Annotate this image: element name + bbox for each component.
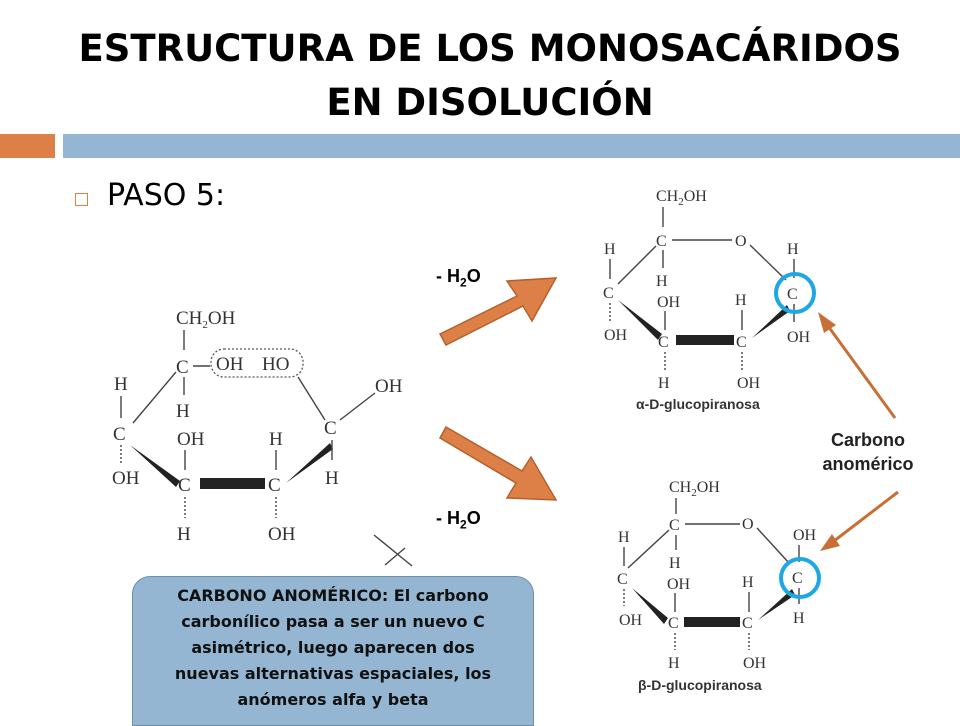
h-label: H [618, 529, 630, 546]
oh-label: OH [112, 468, 140, 489]
c-label: C [742, 615, 753, 632]
oh-label: OH [743, 655, 767, 672]
c-label: C [669, 517, 680, 534]
wedge-bond [130, 445, 180, 487]
c-label: C [736, 334, 747, 351]
oh-label: OH [375, 376, 403, 397]
c5-label: C [176, 357, 189, 378]
water-loss-label-bottom: - H2O [436, 508, 481, 532]
glucose-open-structure: CH2OH C OH HO H H C OH C OH H C H OH C O… [112, 308, 413, 567]
oh-label: OH [737, 375, 761, 392]
oh-label: OH [793, 527, 817, 544]
water-loss-label-top: - H2O [436, 266, 481, 290]
h-label: H [658, 375, 670, 392]
oh-label: OH [268, 524, 296, 545]
anomeric-circle-alpha [774, 272, 816, 314]
title-line-2: EN DISOLUCIÓN [326, 81, 654, 124]
arrow-to-anomeric-beta [820, 490, 899, 551]
alpha-glucopyranose: CH2OH C O H H C OH C OH H C H OH C H OH … [603, 188, 816, 412]
h-label: H [114, 374, 128, 395]
anomeric-circle-beta [779, 557, 821, 599]
title-line-1: ESTRUCTURA DE LOS MONOSACÁRIDOS [78, 27, 902, 70]
wedge-bond [758, 589, 795, 620]
thick-bond [200, 478, 265, 489]
wedge-bond [752, 305, 790, 338]
thick-bond [684, 617, 740, 627]
ring-oxygen: O [742, 516, 754, 533]
wedge-bond [286, 443, 333, 483]
note-line-3: asimétrico, luego aparecen dos [191, 638, 475, 657]
oh-label: OH [619, 612, 643, 629]
arrow-to-anomeric-alpha [818, 312, 897, 419]
alpha-caption: α-D-glucopiranosa [636, 396, 760, 412]
slide-title: ESTRUCTURA DE LOS MONOSACÁRIDOS EN DISOL… [40, 22, 940, 130]
oh-label: OH [667, 576, 691, 593]
c-label: C [617, 571, 628, 588]
oh-ho-dotted-ellipse [210, 348, 304, 378]
ho-label-c1: HO [262, 354, 289, 375]
arrow-to-beta [438, 425, 558, 501]
anomeric-carbon-beta: C [792, 570, 803, 587]
arrow-to-alpha [438, 277, 558, 346]
note-line-5: anómeros alfa y beta [237, 690, 429, 709]
c3-label: C [178, 475, 191, 496]
note-line-1: CARBONO ANOMÉRICO: El carbono [177, 586, 489, 605]
anomeric-label-line-1: Carbono [831, 430, 905, 450]
ch2oh-label: CH2OH [176, 308, 236, 331]
h-label: H [604, 241, 616, 258]
c-label: C [603, 285, 614, 302]
note-line-2: carbonílico pasa a ser un nuevo C [181, 612, 485, 631]
h-label: H [742, 574, 754, 591]
c-label: C [656, 233, 667, 250]
accent-bar-orange [0, 134, 55, 158]
h-label: H [787, 241, 799, 258]
accent-bar-blue [63, 134, 960, 158]
oh-label: OH [657, 294, 681, 311]
c1-label: C [324, 418, 337, 439]
anomeric-carbon-label: Carbono anomérico [798, 428, 938, 476]
h-label: H [793, 610, 805, 627]
square-bullet-icon [75, 193, 88, 206]
wedge-bond [618, 300, 662, 340]
anomeric-label-line-2: anomérico [822, 454, 914, 474]
note-line-4: nuevas alternativas espaciales, los [174, 664, 492, 683]
h-label: H [177, 524, 191, 545]
anomeric-carbon-alpha: C [787, 286, 798, 303]
oh-label: OH [604, 327, 628, 344]
h-label: H [656, 273, 668, 290]
h-label: H [325, 468, 339, 489]
thick-bond [676, 335, 734, 345]
beta-glucopyranose: CH2OH C O H H C OH C OH H C H OH C OH H … [617, 479, 821, 693]
h-label: H [269, 429, 283, 450]
c-label: C [668, 615, 679, 632]
ch2oh-label: CH2OH [656, 188, 707, 208]
h-label: H [668, 655, 680, 672]
anomeric-carbon-note: CARBONO ANOMÉRICO: El carbono carbonílic… [132, 576, 534, 726]
wedge-bond [632, 588, 668, 624]
c4-label: C [113, 424, 126, 445]
ch2oh-label: CH2OH [669, 479, 720, 499]
c-label: C [658, 334, 669, 351]
h-label: H [176, 401, 190, 422]
c2-label: C [268, 475, 281, 496]
h-label: H [735, 292, 747, 309]
step-label: PASO 5: [107, 178, 226, 213]
beta-caption: β-D-glucopiranosa [638, 677, 762, 693]
oh-label: OH [787, 329, 811, 346]
oh-label-c5: OH [216, 354, 244, 375]
h-label: H [669, 555, 681, 572]
oh-label: OH [177, 429, 205, 450]
ring-oxygen: O [735, 233, 747, 250]
